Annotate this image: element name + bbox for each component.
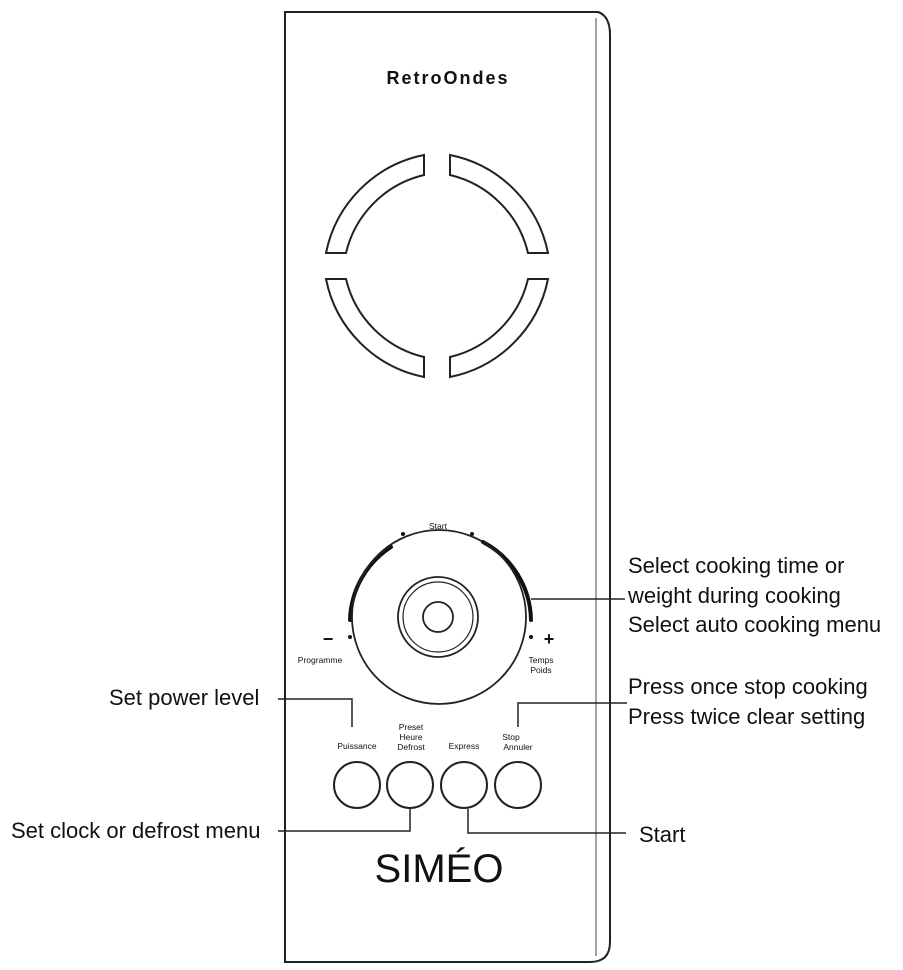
button-label-defrost: Defrost xyxy=(397,742,425,752)
leader-start xyxy=(467,809,626,834)
dial-scale-arcs xyxy=(348,540,533,622)
leader-power xyxy=(278,698,353,727)
button-label-stop: Stop xyxy=(502,732,520,742)
dial-plus-label: + xyxy=(544,629,555,649)
annotation-start: Start xyxy=(639,822,685,847)
panel-outline xyxy=(284,11,611,963)
leader-stop xyxy=(517,702,627,727)
dial-dot-top-right xyxy=(470,532,474,536)
leader-lines xyxy=(278,598,627,834)
stop-annuler-button[interactable] xyxy=(494,761,542,809)
puissance-button[interactable] xyxy=(333,761,381,809)
annotation-dial-line3: Select auto cooking menu xyxy=(628,612,881,637)
dial-temps-label: Temps xyxy=(528,655,553,665)
annotation-stop-line2: Press twice clear setting xyxy=(628,704,865,729)
large-ring-icon xyxy=(324,153,550,379)
rotary-dial-center-knob[interactable] xyxy=(422,601,454,633)
rotary-dial-inner-ring xyxy=(397,576,479,658)
button-label-puissance: Puissance xyxy=(337,741,376,751)
simeo-logo: SIMÉO xyxy=(375,846,504,891)
brand-name: RetroOndes xyxy=(386,68,509,88)
preset-heure-defrost-button[interactable] xyxy=(386,761,434,809)
dial-dot-right xyxy=(529,635,533,639)
dial-programme-label: Programme xyxy=(298,655,343,665)
annotation-clock: Set clock or defrost menu xyxy=(11,818,260,843)
dial-dot-top-left xyxy=(401,532,405,536)
button-label-annuler: Annuler xyxy=(503,742,532,752)
annotation-dial-line2: weight during cooking xyxy=(627,583,841,608)
leader-clock xyxy=(278,809,411,832)
rotary-dial-inner-ring-2 xyxy=(402,581,474,653)
express-button[interactable] xyxy=(440,761,488,809)
dial-poids-label: Poids xyxy=(530,665,551,675)
annotation-stop-line1: Press once stop cooking xyxy=(628,674,868,699)
dial-start-label: Start xyxy=(429,521,448,531)
button-label-preset: Preset xyxy=(399,722,424,732)
annotation-dial-line1: Select cooking time or xyxy=(628,553,844,578)
annotation-power: Set power level xyxy=(109,685,259,710)
dial-minus-label: − xyxy=(323,629,334,649)
button-label-express: Express xyxy=(449,741,480,751)
rotary-dial[interactable] xyxy=(351,529,527,705)
dial-dot-left xyxy=(348,635,352,639)
button-label-heure: Heure xyxy=(399,732,422,742)
